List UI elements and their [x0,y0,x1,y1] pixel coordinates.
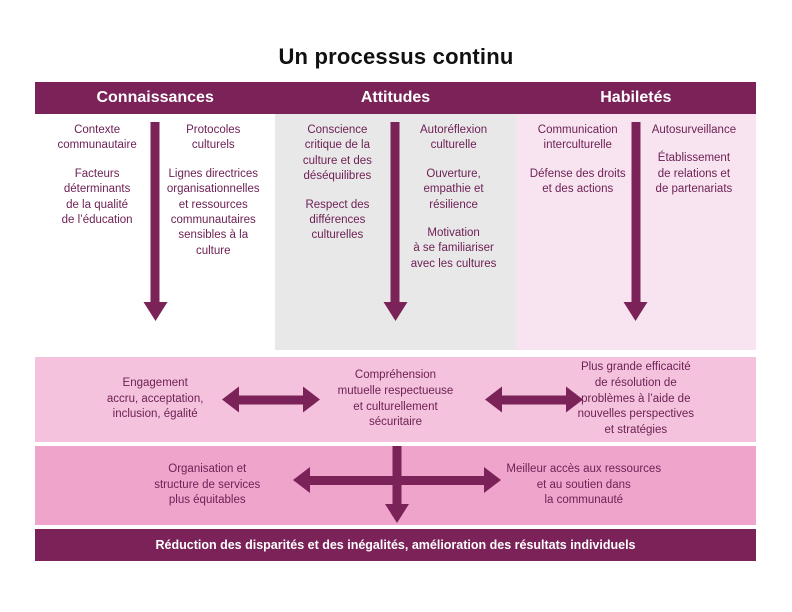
diagram-frame: Connaissances Attitudes Habiletés Contex… [35,82,756,561]
arrow-down-icon [631,122,641,302]
arrow-down-icon [390,122,400,302]
summary-banner: Réduction des disparités et des inégalit… [35,529,756,561]
item-text: Autosurveillance [651,124,737,136]
double-headed-arrow-icon [222,386,320,413]
double-headed-arrow-icon [485,386,583,413]
arrow-down-icon [150,122,160,302]
cross-arrow-icon [293,446,501,525]
page-title: Un processus continu [278,44,514,69]
column-header-habiletes: Habiletés [600,89,672,106]
column-header-connaissances: Connaissances [96,89,214,106]
column-header-attitudes: Attitudes [360,89,431,106]
column-header-bar: Connaissances Attitudes Habiletés [35,82,756,114]
